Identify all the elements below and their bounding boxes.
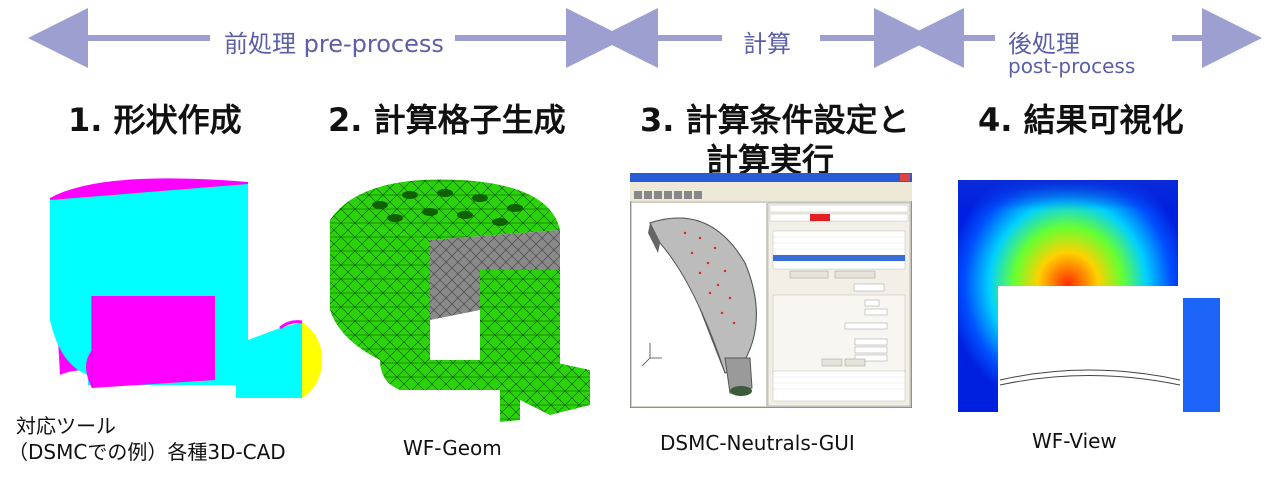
- wf-geom-caption: WF-Geom: [403, 436, 502, 460]
- process-arrows: [27, 8, 1262, 68]
- step-2-title: 2. 計算格子生成: [328, 101, 566, 139]
- phase-calc-label: 計算: [743, 30, 791, 58]
- mesh-image: [330, 179, 590, 422]
- visualization-image: [958, 180, 1220, 412]
- tool-caption-line1: 対応ツール: [16, 414, 116, 438]
- step-3-title-line1: 3. 計算条件設定と: [640, 101, 910, 139]
- tool-caption-line2: （DSMCでの例）各種3D-CAD: [8, 440, 286, 464]
- phase-pre-label: 前処理 pre-process: [224, 30, 444, 58]
- wf-view-caption: WF-View: [1032, 429, 1117, 453]
- phase-post-label: 後処理: [1008, 30, 1080, 58]
- step-1-title: 1. 形状作成: [68, 101, 242, 139]
- phase-post-sublabel: post-process: [1008, 54, 1136, 78]
- step-4-title: 4. 結果可視化: [978, 101, 1184, 139]
- dsmc-gui-caption: DSMC-Neutrals-GUI: [660, 431, 855, 455]
- cad-model-image: [50, 178, 322, 398]
- gui-screenshot-image: [630, 173, 912, 408]
